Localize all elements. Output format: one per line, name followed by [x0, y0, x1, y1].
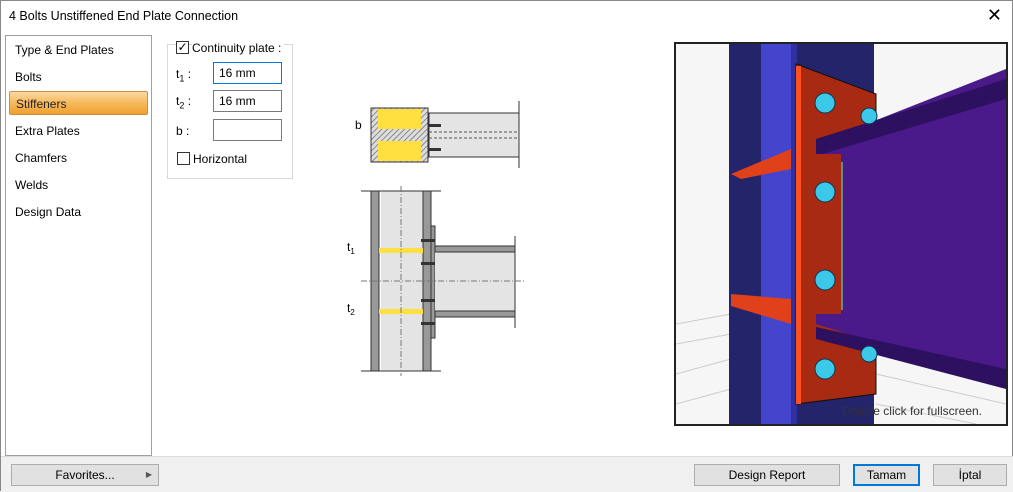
design-report-button[interactable]: Design Report [694, 464, 840, 486]
t1-label: t1 : [176, 67, 192, 84]
t2-label: t2 : [176, 94, 192, 111]
sidebar-item-welds[interactable]: Welds [15, 178, 49, 192]
plan-view [370, 101, 520, 168]
favorites-label: Favorites... [55, 468, 115, 482]
sidebar-item-type-end-plates[interactable]: Type & End Plates [15, 43, 114, 57]
b-dimension-label: b [355, 118, 362, 132]
3d-model [676, 44, 1006, 424]
sidebar-item-design-data[interactable]: Design Data [15, 205, 82, 219]
stiffener-diagram: b t1 t2 [347, 101, 526, 376]
footer-bar: Favorites... ▶ Design Report Tamam İptal [1, 456, 1013, 492]
continuity-plate-label: Continuity plate : [192, 41, 285, 55]
close-icon[interactable]: ✕ [986, 5, 1002, 25]
sidebar-item-extra-plates[interactable]: Extra Plates [15, 124, 80, 138]
b-input[interactable] [213, 119, 282, 141]
t2-dimension-label: t2 [347, 301, 355, 317]
sidebar-nav: Type & End Plates Bolts Stiffeners Extra… [5, 35, 152, 456]
horizontal-checkbox[interactable] [177, 152, 190, 165]
t2-input[interactable]: 16 mm [213, 90, 282, 112]
favorites-button[interactable]: Favorites... ▶ [11, 464, 159, 486]
cancel-button[interactable]: İptal [933, 464, 1007, 486]
elevation-view [361, 186, 526, 376]
horizontal-label: Horizontal [193, 152, 248, 166]
window-title: 4 Bolts Unstiffened End Plate Connection [9, 9, 239, 23]
continuity-plate-checkbox[interactable]: ✓ [176, 40, 189, 54]
b-label: b : [176, 124, 190, 138]
arrow-right-icon: ▶ [145, 470, 152, 479]
sidebar-item-stiffeners[interactable]: Stiffeners [9, 91, 148, 115]
t1-input[interactable]: 16 mm [213, 62, 282, 84]
sidebar-item-chamfers[interactable]: Chamfers [15, 151, 68, 165]
ok-button[interactable]: Tamam [853, 464, 920, 486]
t1-dimension-label: t1 [347, 240, 355, 256]
sidebar-item-bolts[interactable]: Bolts [15, 70, 42, 84]
3d-view[interactable]: Double click for fullscreen. [674, 42, 1008, 426]
fullscreen-hint: Double click for fullscreen. [841, 404, 982, 418]
